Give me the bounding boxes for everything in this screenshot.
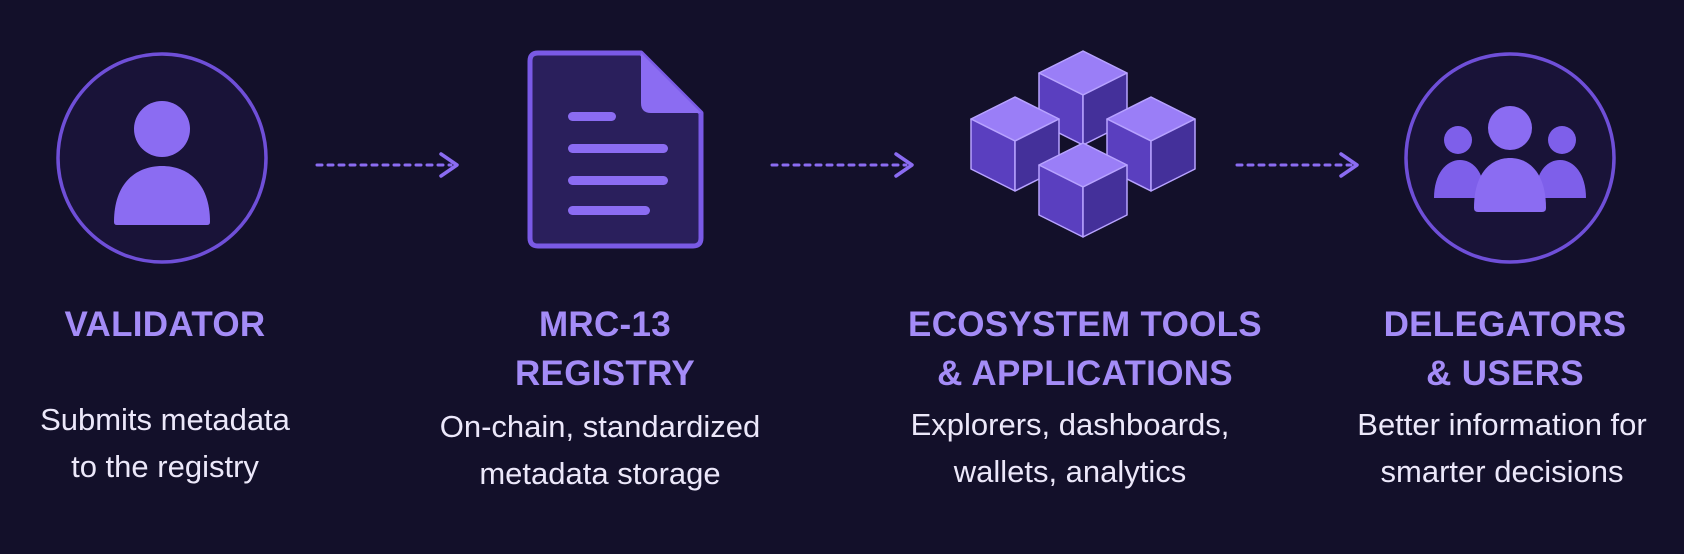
cubes-icon bbox=[965, 45, 1205, 270]
title-line: & USERS bbox=[1426, 354, 1584, 393]
description-line: On-chain, standardized bbox=[439, 409, 761, 444]
person-icon bbox=[50, 48, 280, 268]
title-line: ECOSYSTEM TOOLS bbox=[908, 305, 1262, 344]
group-icon bbox=[1398, 48, 1628, 268]
title-line: REGISTRY bbox=[514, 354, 695, 393]
title-line: & APPLICATIONS bbox=[937, 354, 1233, 393]
description-line: Submits metadata bbox=[40, 402, 290, 437]
flow-arrow-3 bbox=[1235, 145, 1365, 185]
step-validator-title: VALIDATOR bbox=[45, 300, 285, 349]
flow-arrow-2 bbox=[770, 145, 920, 185]
document-icon bbox=[488, 48, 718, 268]
title-line: VALIDATOR bbox=[64, 305, 266, 344]
description-line: to the registry bbox=[71, 449, 259, 484]
description-line: metadata storage bbox=[479, 456, 721, 491]
step-ecosystem-description: Explorers, dashboards, wallets, analytic… bbox=[880, 401, 1260, 495]
title-line: DELEGATORS bbox=[1383, 305, 1627, 344]
description-line: Better information for bbox=[1357, 407, 1647, 442]
step-delegators-description: Better information for smarter decisions bbox=[1320, 401, 1684, 495]
description-line: wallets, analytics bbox=[953, 454, 1187, 489]
step-ecosystem-title: ECOSYSTEM TOOLS & APPLICATIONS bbox=[900, 300, 1270, 398]
title-line: MRC-13 bbox=[538, 305, 672, 344]
step-registry-title: MRC-13 REGISTRY bbox=[475, 300, 735, 398]
description-line: Explorers, dashboards, bbox=[910, 407, 1230, 442]
description-line: smarter decisions bbox=[1380, 454, 1624, 489]
flow-arrow-1 bbox=[315, 145, 465, 185]
step-validator-description: Submits metadata to the registry bbox=[10, 396, 320, 490]
step-delegators-title: DELEGATORS & USERS bbox=[1375, 300, 1635, 398]
step-registry-description: On-chain, standardized metadata storage bbox=[410, 403, 790, 497]
